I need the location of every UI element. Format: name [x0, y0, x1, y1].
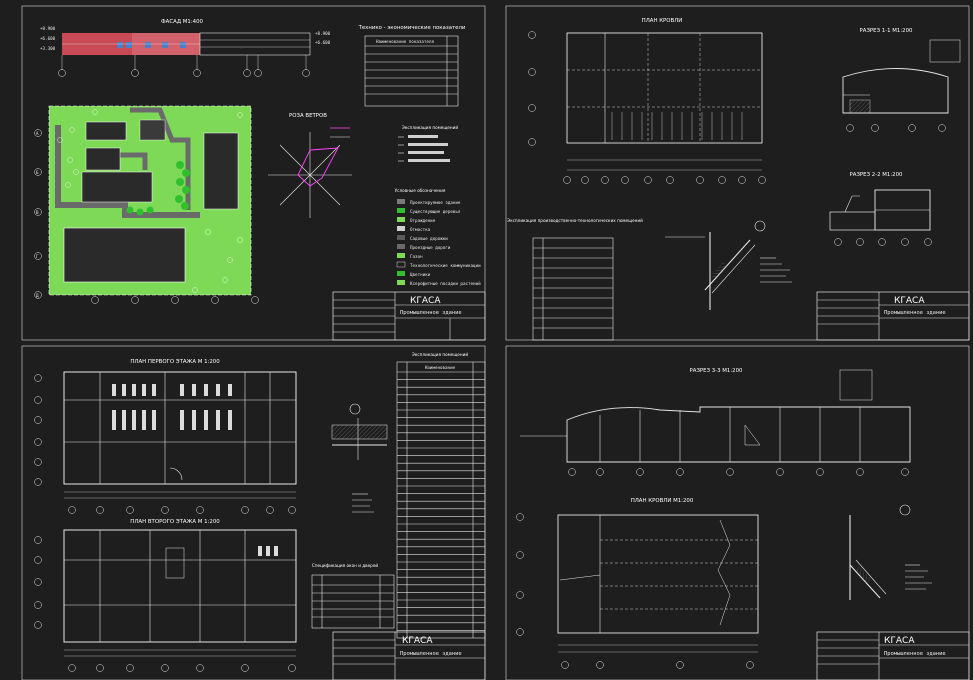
- room-explication-header: Наименование: [425, 365, 456, 370]
- production-explication: Экспликация производственно-технологичес…: [507, 218, 643, 341]
- wind-rose: РОЗА ВЕТРОВ: [268, 113, 352, 218]
- section-2-2: РАЗРЕЗ 2-2 М1:200: [829, 172, 932, 246]
- section-2-title: РАЗРЕЗ 2-2 М1:200: [850, 172, 903, 178]
- stamp-org-4: КГАСА: [884, 636, 915, 646]
- legend-item-2: Существующие деревья: [410, 209, 461, 214]
- axis-label-g: Г: [36, 254, 39, 259]
- section-1-title: РАЗРЕЗ 1-1 М1:200: [860, 28, 913, 34]
- legend-item-7: Газон: [410, 254, 423, 259]
- window-door-spec: Спецификация окон и дверей: [311, 563, 395, 629]
- sheet-3-frame: [21, 345, 486, 680]
- stamp-org-2: КГАСА: [894, 296, 925, 306]
- wind-rose-title: РОЗА ВЕТРОВ: [289, 113, 327, 119]
- svg-text:+6.600: +6.600: [315, 40, 331, 45]
- title-block: КГАСА Промышленное здание: [332, 291, 486, 341]
- room-explication-title: Экспликация помещений: [412, 352, 468, 357]
- sheet-1[interactable]: ФАСАД М1:400: [21, 5, 486, 341]
- sheet-2[interactable]: ПЛАН КРОВЛИ: [505, 5, 970, 341]
- title-block-3: КГАСА Промышленное здание: [332, 631, 486, 680]
- production-explication-title: Экспликация производственно-технологичес…: [507, 218, 643, 223]
- tep-table: Технико - экономические показатели Наиме…: [358, 25, 466, 107]
- legend-item-10: Ксерофитные посадки растений: [410, 281, 481, 286]
- legend-block: Условные обозначения Проектируемое здани…: [395, 188, 481, 286]
- svg-text:+3.300: +3.300: [40, 46, 56, 51]
- wall-detail: [331, 403, 388, 513]
- room-explication: Экспликация помещений Наименование: [396, 352, 486, 639]
- stamp-org: КГАСА: [410, 296, 441, 306]
- title-block-4: КГАСА Промышленное здание: [816, 631, 970, 680]
- first-floor-title: ПЛАН ПЕРВОГО ЭТАЖА М 1:200: [130, 359, 220, 365]
- roof-plan-title: ПЛАН КРОВЛИ: [642, 18, 683, 24]
- stamp-subject: Промышленное здание: [400, 310, 462, 316]
- second-floor-title: ПЛАН ВТОРОГО ЭТАЖА М 1:200: [130, 519, 220, 525]
- site-plan: А Б В Г Д: [34, 105, 259, 304]
- section-1-1: РАЗРЕЗ 1-1 М1:200: [842, 28, 961, 132]
- legend-item-1: Проектируемое здание: [410, 200, 461, 205]
- tep-header: Наименование показателя: [376, 39, 434, 44]
- roof-plan-2-title: ПЛАН КРОВЛИ М1:200: [631, 498, 694, 504]
- sheet-4-frame: [505, 345, 970, 680]
- roof-plan: ПЛАН КРОВЛИ: [528, 18, 766, 184]
- spec-title: Спецификация окон и дверей: [312, 563, 379, 568]
- svg-text:+8.900: +8.900: [315, 31, 331, 36]
- first-floor-plan: ПЛАН ПЕРВОГО ЭТАЖА М 1:200: [34, 359, 297, 514]
- section-3-3: РАЗРЕЗ 3-3 М1:200: [520, 368, 911, 476]
- axis-label-v: В: [36, 210, 39, 215]
- svg-text:+8.900: +8.900: [40, 26, 56, 31]
- facade-title: ФАСАД М1:400: [161, 19, 203, 25]
- sheet-3[interactable]: ПЛАН ПЕРВОГО ЭТАЖА М 1:200: [21, 345, 486, 680]
- stamp-subject-4: Промышленное здание: [884, 651, 946, 657]
- legend-item-6: Проездные дороги: [410, 245, 451, 250]
- legend-item-5: Садовые дорожки: [410, 236, 448, 241]
- legend-item-8: Технологические коммуникации: [410, 263, 481, 268]
- stamp-org-3: КГАСА: [402, 636, 433, 646]
- section-3-title: РАЗРЕЗ 3-3 М1:200: [690, 368, 743, 374]
- sheet-2-frame: [505, 5, 970, 341]
- explication-block: Экспликация помещений: [398, 125, 458, 162]
- roof-plan-2: ПЛАН КРОВЛИ М1:200: [516, 498, 759, 669]
- axis-label-b: Б: [36, 170, 39, 175]
- explication-title: Экспликация помещений: [402, 125, 458, 130]
- node-detail: [665, 220, 792, 310]
- facade-drawing: ФАСАД М1:400: [40, 19, 331, 77]
- legend-item-9: Цветники: [410, 272, 431, 277]
- legend-item-4: Отмостка: [410, 227, 431, 232]
- second-floor-plan: ПЛАН ВТОРОГО ЭТАЖА М 1:200: [34, 519, 297, 672]
- legend-title: Условные обозначения: [395, 188, 446, 193]
- stamp-subject-2: Промышленное здание: [884, 310, 946, 316]
- sheet-4[interactable]: РАЗРЕЗ 3-3 М1:200 ПЛАН КРОВЛИ М1:200: [505, 345, 970, 680]
- legend-item-3: Ограждение: [410, 218, 436, 223]
- stamp-subject-3: Промышленное здание: [400, 651, 462, 657]
- tep-title: Технико - экономические показатели: [358, 25, 466, 31]
- svg-text:+6.600: +6.600: [40, 36, 56, 41]
- axis-label-a: А: [36, 131, 39, 136]
- title-block-2: КГАСА Промышленное здание: [816, 291, 970, 341]
- roof-node-detail: [849, 504, 932, 600]
- sheet-1-frame: [21, 5, 486, 341]
- axis-label-d: Д: [36, 293, 39, 298]
